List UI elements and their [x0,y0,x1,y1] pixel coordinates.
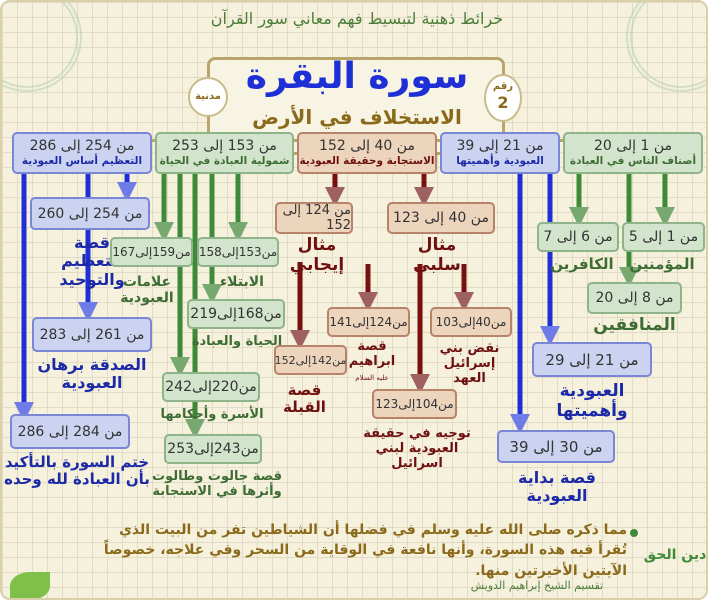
node-label: المؤمنين [629,255,695,273]
section-title: التعظيم أساس العبودية [21,155,143,168]
corner-ornament [626,2,706,92]
node-label: قصة بداية العبودية [518,468,596,506]
node-243-253[interactable]: من243إلى253 [164,434,262,464]
node-104-123[interactable]: من104إلى123 [372,389,457,419]
node-124-152[interactable]: من 124 إلى 152 [275,202,353,234]
node-21-29[interactable]: من 21 إلى 29 [532,342,652,377]
corner-ornament [2,2,82,92]
surah-name: سورة البقرة [245,56,469,97]
node-label: ختم السورة بالتأكيد بأن العبادة لله وحده [4,453,150,489]
node-261-283[interactable]: من 261 إلى 283 [32,317,152,352]
section-range: من 254 إلى 286 [29,137,135,154]
section-title: أصناف الناس في العبادة [569,155,697,168]
surah-type-badge: مدنية [188,77,228,117]
node-label: الكافرين [550,255,614,273]
node-40-123[interactable]: من 40 إلى 123 [387,202,495,234]
node-6-7[interactable]: من 6 إلى 7 [537,222,619,252]
node-label: الابتلاء [220,274,264,290]
bullet-icon [630,529,638,537]
node-40-103[interactable]: من40إلى103 [430,307,512,337]
header-subtitle: خرائط ذهنية لتبسيط فهم معاني سور القرآن [210,9,504,28]
node-1-5[interactable]: من 1 إلى 5 [622,222,705,252]
node-label: الأسرة وأحكامها [160,407,264,422]
node-254-260[interactable]: من 254 إلى 260 [30,197,150,230]
logo-din-al-haq: دين الحق [643,547,707,563]
node-label: قصة ابراهيم [348,339,396,369]
node-note: عليه السلام [355,374,389,382]
footer-note: مما ذكره صلى الله عليه وسلم في فضلها أن … [103,522,627,579]
node-label: العبودية وأهميتها [556,381,628,421]
node-153-158[interactable]: من153إلى158 [197,237,279,267]
number-label: رقم [492,81,514,92]
node-168-219[interactable]: من168إلى219 [187,299,285,329]
node-label: علامات العبودية [120,274,174,307]
section-range: من 1 إلى 20 [593,137,673,154]
node-label: مثال إيجابي [289,235,345,275]
node-8-20[interactable]: من 8 إلى 20 [587,282,682,314]
node-label: قصة جالوت وطالوت وأثرها في الاستجابة [152,469,282,499]
section-range: من 21 إلى 39 [456,137,544,154]
node-label: قصة القبلة [283,381,326,417]
section-title: العبودية وأهميتها [456,155,544,168]
section-range: من 40 إلى 152 [319,137,415,154]
node-124-141[interactable]: من124إلى141 [327,307,410,337]
node-label: توجيه في حقيقة العبودية لبني اسرائيل [363,426,471,471]
node-label: قصة التعظيم والتوحيد [59,233,125,289]
leaf-icon [10,572,50,598]
node-label: مثال سلبي [413,235,461,275]
node-30-39[interactable]: من 30 إلى 39 [497,430,615,463]
section-title: الاستجابة وحقيقة العبودية [299,155,435,168]
node-label: نقض بني إسرائيل العهد [439,341,500,386]
node-label: المنافقين [593,315,676,335]
credit-text: تقسيم الشيخ إبراهيم الدويش [470,579,604,592]
node-220-242[interactable]: من220إلى242 [162,372,260,402]
node-284-286[interactable]: من 284 إلى 286 [10,414,130,449]
node-label: الحياة والعبادة [191,334,283,349]
section-title: شمولية العبادة في الحياة [159,155,290,168]
section-range: من 153 إلى 253 [172,137,277,154]
surah-number: 2 [497,93,509,112]
node-159-167[interactable]: من159إلى167 [110,237,193,267]
node-label: الصدقة برهان العبودية [37,355,147,393]
node-142-152[interactable]: من142إلى152 [274,345,347,375]
